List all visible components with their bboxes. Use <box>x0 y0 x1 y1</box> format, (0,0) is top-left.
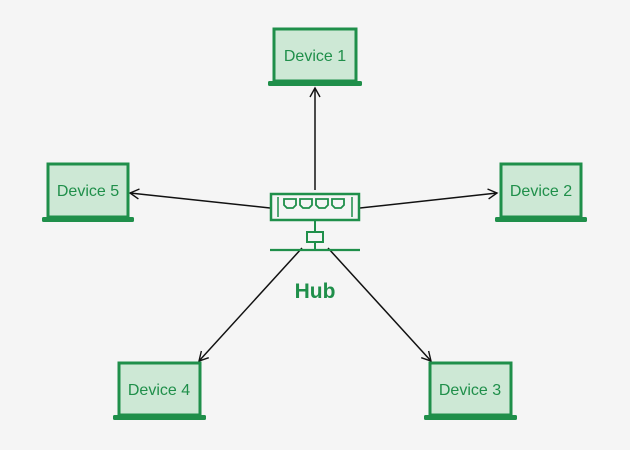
device-label: Device 2 <box>510 183 572 200</box>
network-hub-icon <box>269 192 361 252</box>
laptop-icon <box>268 27 362 86</box>
arrow-hub-to-device-2 <box>359 188 499 209</box>
arrow-hub-to-device-4 <box>198 247 303 363</box>
device-1-node: Device 1 <box>268 27 362 86</box>
device-3-node: Device 3 <box>424 361 517 420</box>
hub-label: Hub <box>295 280 336 303</box>
device-4-node: Device 4 <box>113 361 206 420</box>
arrow-hub-to-device-3 <box>327 247 432 363</box>
device-2-node: Device 2 <box>495 162 587 222</box>
laptop-icon <box>113 361 206 420</box>
connection-arrows <box>128 86 499 363</box>
arrow-hub-to-device-5 <box>128 188 271 209</box>
device-label: Device 5 <box>57 183 119 200</box>
device-label: Device 4 <box>128 382 190 399</box>
device-label: Device 3 <box>439 382 501 399</box>
laptop-icon <box>42 162 134 222</box>
device-5-node: Device 5 <box>42 162 134 222</box>
device-label: Device 1 <box>284 48 346 65</box>
laptop-icon <box>495 162 587 222</box>
laptop-icon <box>424 361 517 420</box>
